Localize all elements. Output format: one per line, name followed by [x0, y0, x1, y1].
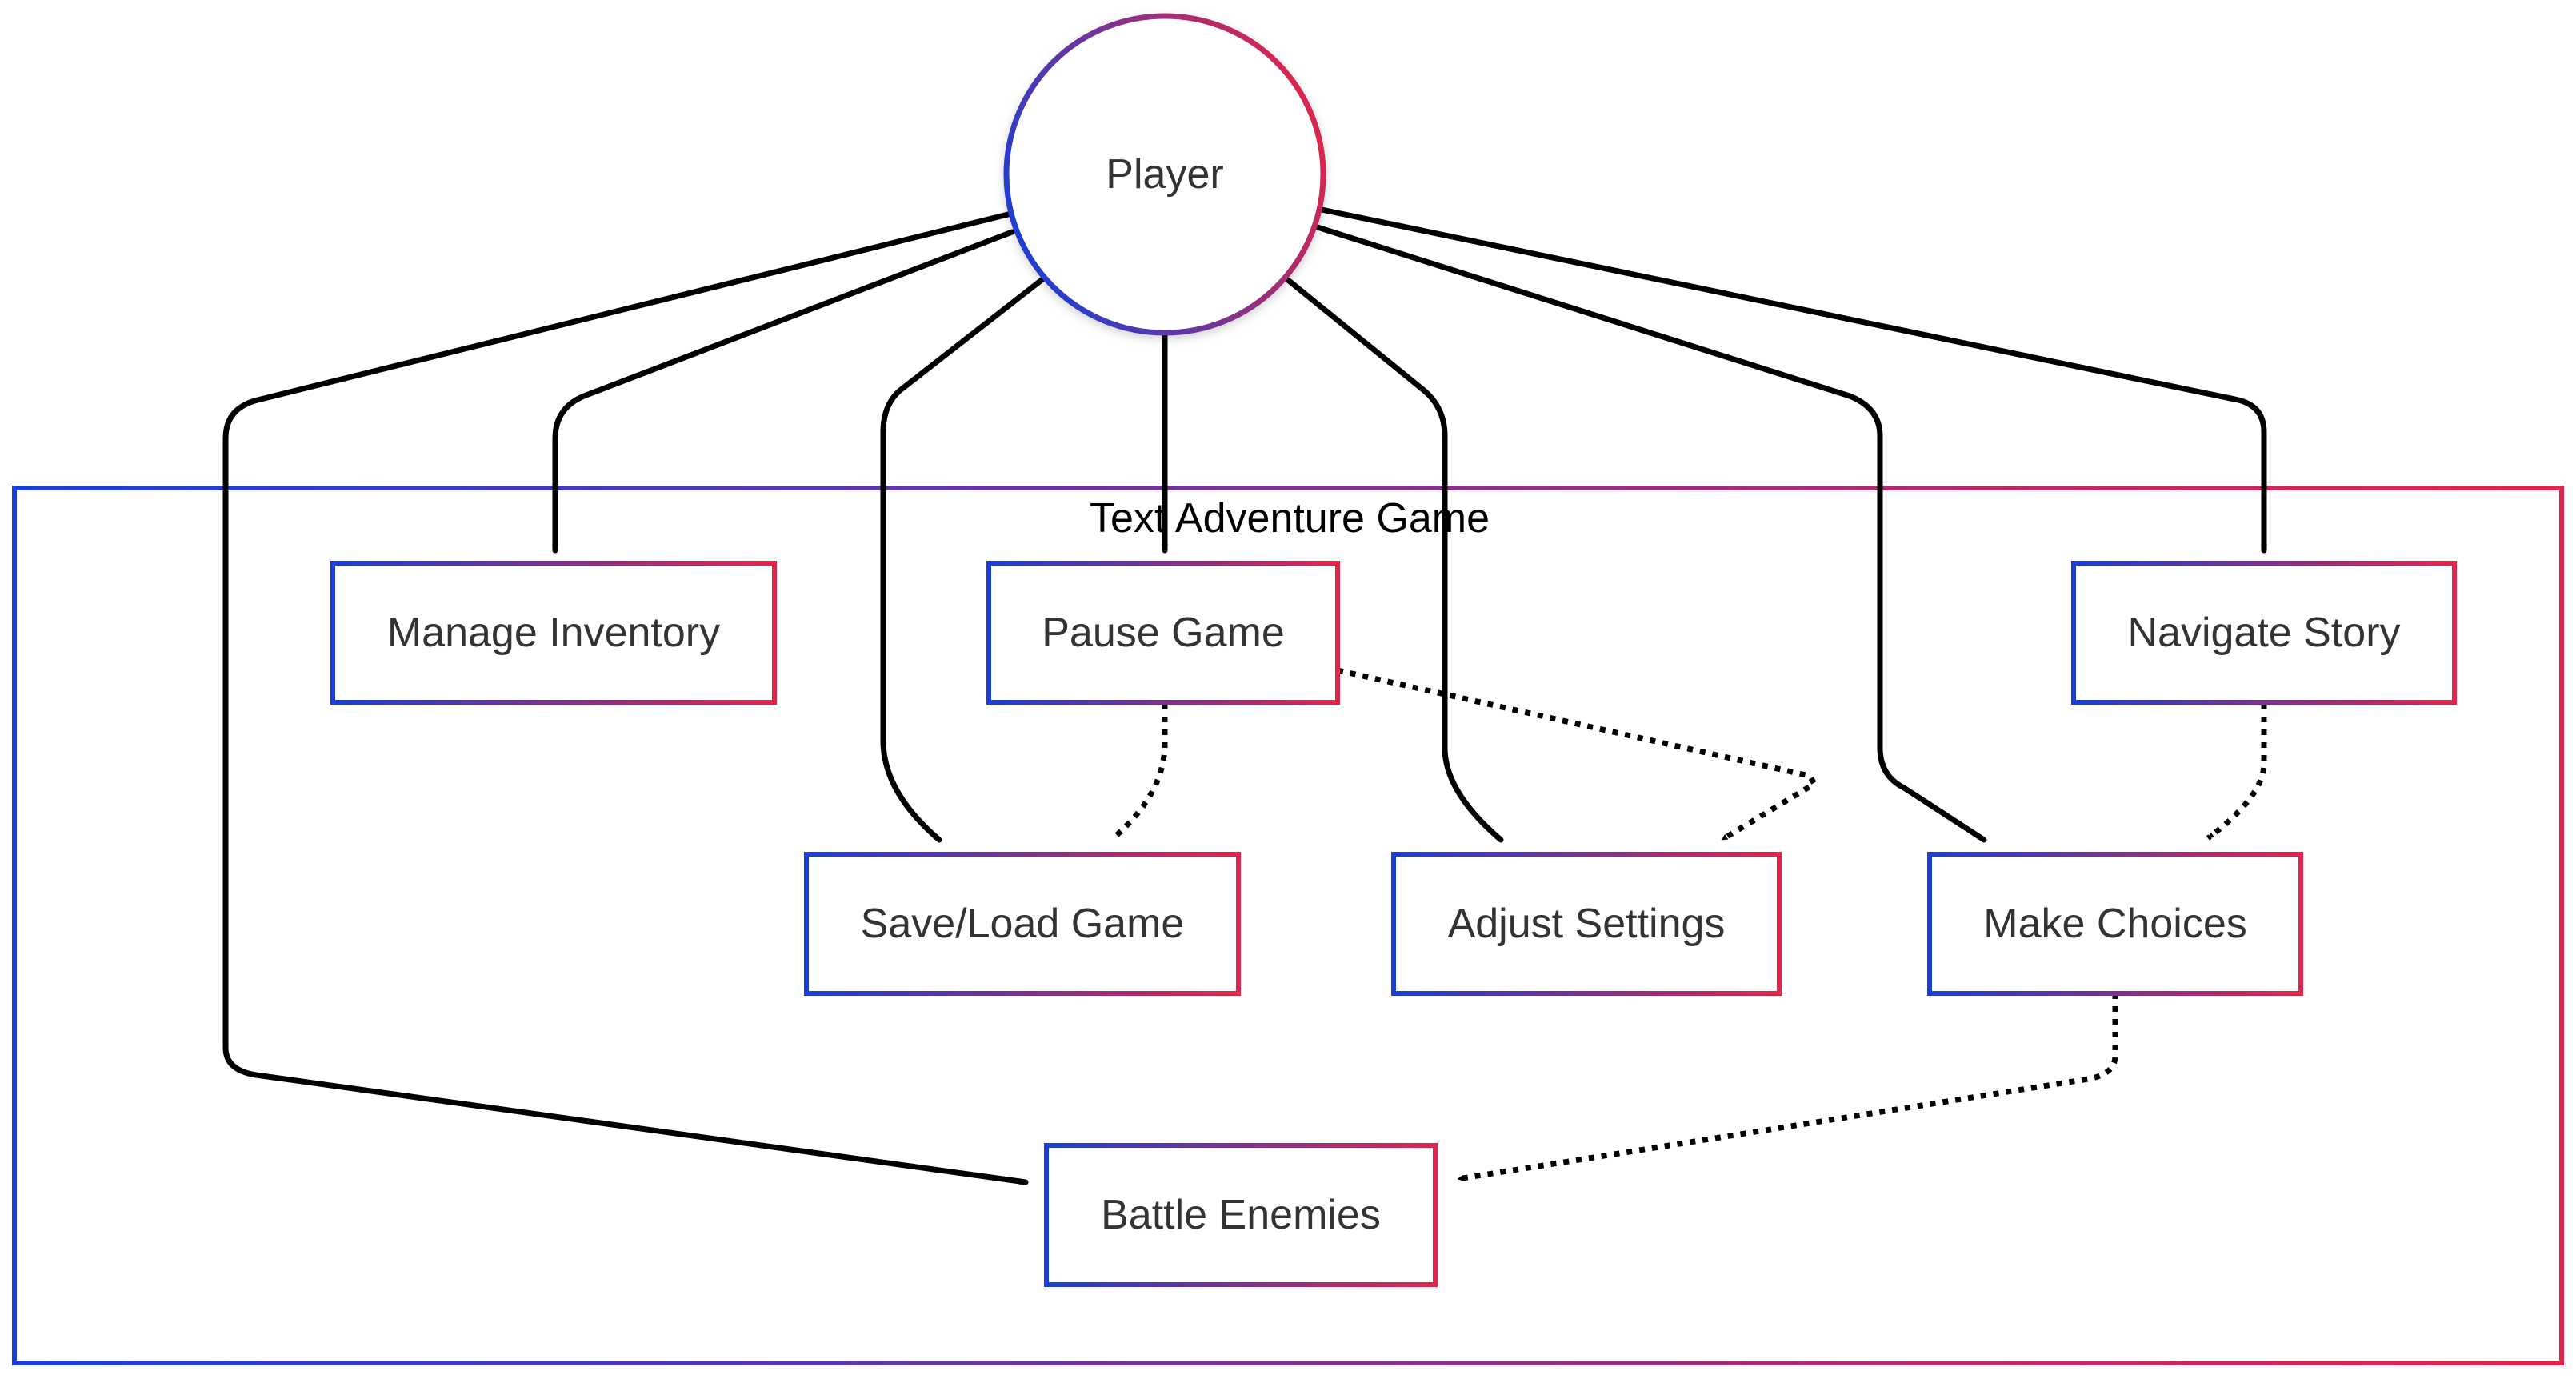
use-case-pause-game[interactable]: Pause Game: [986, 561, 1340, 705]
edge-player-navigate: [1318, 206, 2267, 554]
use-case-battle-enemies[interactable]: Battle Enemies: [1044, 1143, 1438, 1287]
use-case-label: Manage Inventory: [387, 610, 720, 656]
use-case-label: Battle Enemies: [1101, 1192, 1381, 1238]
use-case-manage-inventory[interactable]: Manage Inventory: [330, 561, 777, 705]
use-case-label: Make Choices: [1983, 901, 2246, 947]
use-case-navigate-story[interactable]: Navigate Story: [2071, 561, 2457, 705]
relations: [222, 206, 2267, 1185]
edge-pause-saveload: [1114, 704, 1168, 837]
edge-pause-settings: [1337, 667, 1818, 842]
edge-choices-battle: [1457, 993, 2118, 1182]
use-case-save-load-game[interactable]: Save/Load Game: [804, 852, 1241, 996]
edge-player-settings: [1285, 277, 1504, 843]
use-case-make-choices[interactable]: Make Choices: [1927, 852, 2303, 996]
edge-player-battle: [222, 211, 1029, 1185]
use-case-adjust-settings[interactable]: Adjust Settings: [1391, 852, 1782, 996]
use-case-label: Adjust Settings: [1448, 901, 1726, 947]
system-boundary: [12, 486, 2564, 1365]
use-case-label: Save/Load Game: [861, 901, 1185, 947]
edge-player-choices: [1314, 224, 1987, 843]
edge-player-inventory: [552, 229, 1015, 554]
use-case-label: Navigate Story: [2127, 610, 2400, 656]
use-case-label: Pause Game: [1042, 610, 1285, 656]
actor-player[interactable]: Player: [1003, 13, 1326, 336]
edge-navigate-choices: [2206, 704, 2267, 841]
actor-label: Player: [1106, 151, 1223, 198]
system-label: Text Adventure Game: [1090, 495, 1490, 542]
edge-player-saveload: [880, 277, 1045, 843]
